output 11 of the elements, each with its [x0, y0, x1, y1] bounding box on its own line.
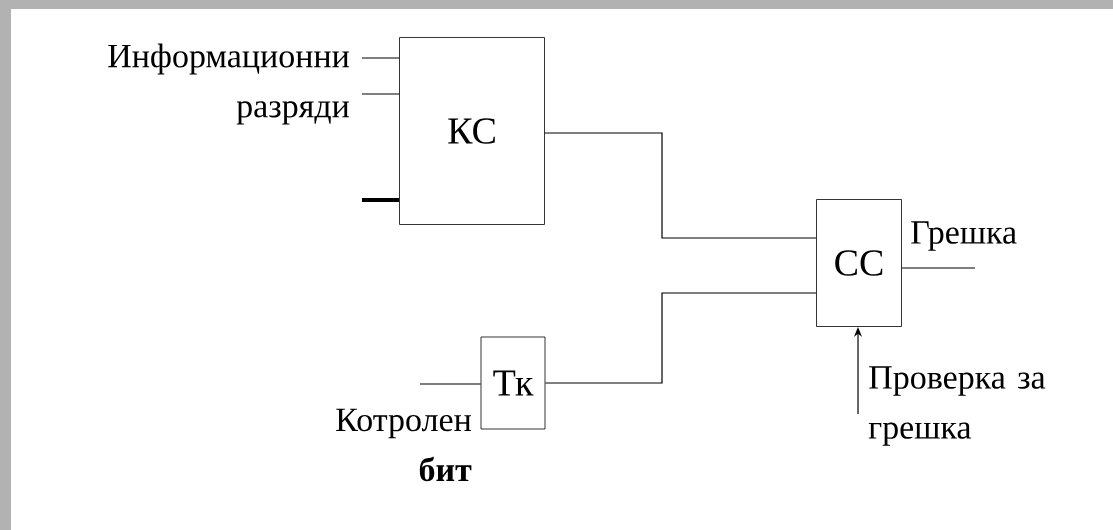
connector-line [361, 93, 400, 95]
connector-line [901, 267, 976, 269]
connector-line [361, 57, 400, 59]
connector-line [362, 198, 400, 202]
connector-line [544, 292, 817, 384]
logic-box: СС [816, 199, 902, 327]
signal-label: Проверка за грешка [868, 366, 1046, 446]
logic-box: Тк [480, 336, 546, 430]
connector-line [544, 132, 817, 239]
logic-box: КС [399, 37, 545, 225]
connector-line [419, 383, 482, 385]
